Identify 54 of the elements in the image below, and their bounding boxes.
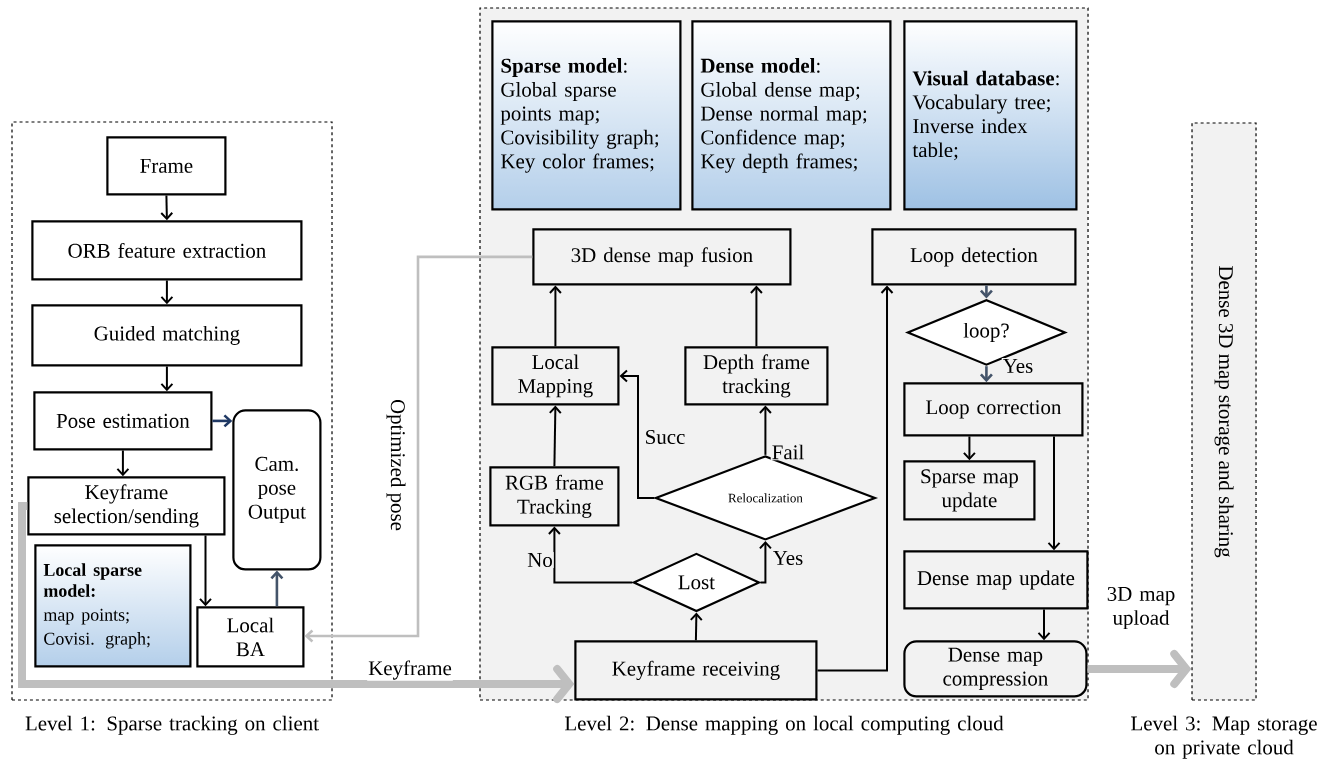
model-box: Sparse model: Global sparse points map; Covisibility graph; Key color frames; [491, 20, 682, 211]
process-box: ORB feature extraction [31, 220, 303, 281]
process-box: Loop correction [903, 382, 1084, 437]
process-box: Keyframe selection/sending [27, 476, 226, 536]
panel-caption: Level 2: Dense mapping on local computing cloud [565, 715, 1004, 735]
arrow [979, 366, 993, 383]
arrow [548, 405, 562, 468]
arrow [619, 369, 656, 499]
arrow [160, 279, 174, 305]
arrow [160, 194, 174, 221]
process-box: Local Mapping [491, 346, 620, 406]
process-box: Dense map compression [903, 640, 1088, 698]
arrow [547, 526, 634, 584]
arrow [1037, 608, 1051, 641]
process-box: Pose estimation [33, 391, 213, 451]
panel-caption: Level 1: Sparse tracking on client [25, 715, 319, 735]
arrow [689, 612, 703, 642]
process-box: Frame [106, 136, 227, 196]
process-box: Guided matching [31, 304, 303, 367]
arrow [758, 540, 772, 584]
model-box: Local sparse model: map points; Covisi. graph; [34, 544, 192, 668]
process-box: Dense map update [903, 550, 1089, 610]
arrow [199, 534, 212, 607]
arrow [749, 285, 763, 348]
model-box: Visual database: Vocabulary tree; Inverse index table; [903, 20, 1078, 211]
arrow [160, 365, 174, 392]
process-box: Sparse map update [903, 460, 1036, 521]
process-box: Keyframe receiving [574, 640, 818, 701]
arrow [116, 449, 130, 477]
arrow [816, 285, 894, 672]
arrow [548, 285, 562, 348]
edge-label: 3D map upload [1100, 585, 1182, 631]
process-box: Local BA [196, 606, 305, 668]
process-box: Loop detection [871, 228, 1077, 286]
process-box: Depth frame tracking [684, 346, 829, 406]
arrow [962, 435, 976, 461]
arrow [758, 405, 772, 456]
edge-label: Yes [771, 550, 805, 566]
arrow [304, 255, 533, 643]
edge-label: Yes [1001, 358, 1035, 374]
arrow [212, 414, 233, 428]
model-box: Dense model: Global dense map; Dense normal map; Confidence map; Key depth frames; [691, 20, 892, 211]
edge-label: Keyframe [367, 659, 453, 681]
arrow [1047, 435, 1061, 551]
arrow [270, 570, 284, 607]
output-box: Cam. pose Output [232, 409, 322, 571]
process-box: RGB frame Tracking [489, 466, 620, 527]
process-box: 3D dense map fusion [532, 228, 792, 286]
panel-caption: Level 3: Map storage on private cloud [1131, 715, 1317, 759]
storage-panel: Dense 3D map storage and sharing [1191, 122, 1257, 701]
edge-label: Optimized pose [385, 398, 407, 532]
arrow [18, 501, 575, 703]
dashed-panel [11, 121, 333, 701]
edge-label: No [526, 552, 554, 568]
